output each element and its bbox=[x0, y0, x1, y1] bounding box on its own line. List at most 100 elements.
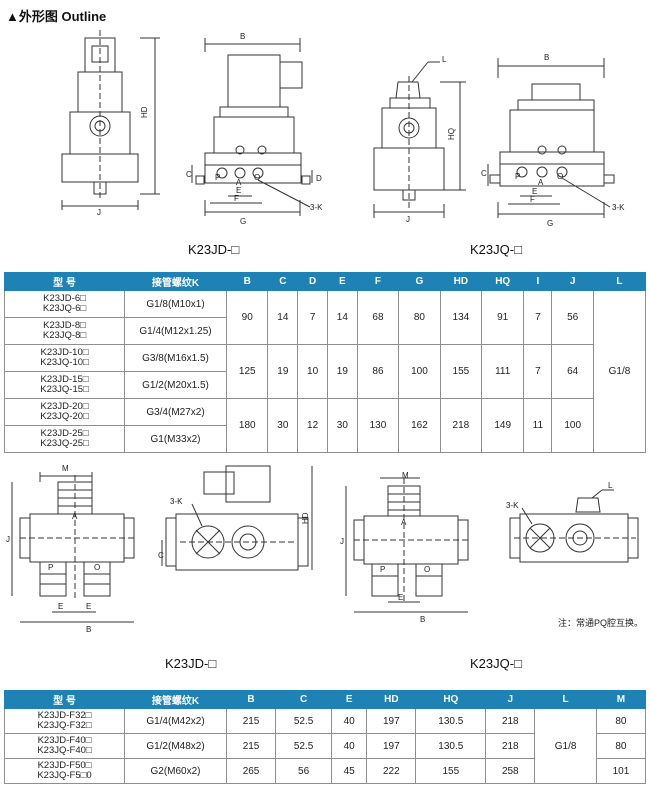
table-row: K23JD-15□K23JQ-15□ G1/2(M20x1.5) bbox=[4, 371, 646, 399]
dim-a-fig4: A bbox=[538, 178, 544, 187]
col-d: D bbox=[297, 272, 328, 291]
m-cell: 101 bbox=[595, 758, 647, 784]
jq-side-view bbox=[487, 58, 615, 218]
table-row: K23JD-20□K23JQ-20□ G3/4(M27x2) 180 30 12… bbox=[4, 398, 646, 453]
j-cell: 218 bbox=[485, 733, 536, 759]
model-cell: K23JD-8□K23JQ-8□ bbox=[4, 317, 125, 345]
col-e: E bbox=[326, 272, 358, 291]
dim-k-fig6: 3-K bbox=[170, 497, 183, 506]
model-jq: K23JQ-15□ bbox=[40, 384, 89, 395]
model-cell: K23JD-15□K23JQ-15□ bbox=[4, 371, 125, 399]
col-l: L bbox=[534, 690, 597, 709]
model-jq: K23JQ-F40□ bbox=[37, 745, 92, 756]
model-jd: K23JD-20□ bbox=[40, 401, 89, 412]
col-hd: HD bbox=[439, 272, 483, 291]
table-row: K23JD-10□K23JQ-10□ G3/8(M16x1.5) 125 19 … bbox=[4, 344, 646, 399]
dim-a-fig7: A bbox=[401, 518, 407, 527]
j-cell: 258 bbox=[485, 758, 536, 784]
caption-top-left: K23JD-□ bbox=[188, 242, 240, 257]
col-b: B bbox=[225, 272, 269, 291]
dim-p-fig4: P bbox=[515, 172, 520, 181]
dim-b-fig4: B bbox=[544, 53, 549, 62]
jd-flange-top-view bbox=[11, 472, 135, 623]
col-f: F bbox=[356, 272, 400, 291]
model-cell: K23JD-10□K23JQ-10□ bbox=[4, 344, 125, 372]
model-cell: K23JD-F50□K23JQ-F5□0 bbox=[4, 758, 125, 784]
dim-e-fig5: E bbox=[58, 602, 63, 611]
hd-cell: 222 bbox=[366, 758, 417, 784]
hq-cell: 130.5 bbox=[415, 708, 487, 734]
hd-cell: 197 bbox=[366, 708, 417, 734]
model-jq: K23JQ-20□ bbox=[40, 411, 89, 422]
model-jd: K23JD-15□ bbox=[40, 374, 89, 385]
hq-cell: 91 bbox=[481, 290, 525, 345]
hq-cell: 130.5 bbox=[415, 733, 487, 759]
f-cell: 86 bbox=[356, 344, 400, 399]
f-cell: 68 bbox=[356, 290, 400, 345]
hd-cell: 155 bbox=[439, 344, 483, 399]
m-cell: 80 bbox=[595, 708, 647, 734]
col-thread: 接管螺纹K bbox=[124, 690, 227, 709]
e-cell: 40 bbox=[331, 733, 368, 759]
dim-f-fig4: F bbox=[530, 195, 535, 204]
b-cell: 215 bbox=[225, 733, 277, 759]
e-cell: 19 bbox=[326, 344, 358, 399]
hd-cell: 134 bbox=[439, 290, 483, 345]
dim-d-fig2: D bbox=[316, 174, 322, 183]
g-cell: 162 bbox=[398, 398, 441, 453]
f-cell: 130 bbox=[356, 398, 400, 453]
col-c: C bbox=[267, 272, 299, 291]
c-cell: 56 bbox=[275, 758, 333, 784]
thread-cell: G3/8(M16x1.5) bbox=[124, 344, 227, 372]
thread-cell: G1(M33x2) bbox=[124, 425, 227, 453]
jq-flange-top-view bbox=[345, 477, 469, 613]
c-cell: 30 bbox=[267, 398, 299, 453]
caption-bottom-right: K23JQ-□ bbox=[470, 656, 522, 671]
thread-cell: G1/4(M12x1.25) bbox=[124, 317, 227, 345]
hd-cell: 218 bbox=[439, 398, 483, 453]
dim-b-fig5: B bbox=[86, 625, 91, 634]
caption-top-right: K23JQ-□ bbox=[470, 242, 522, 257]
dim-g-fig4: G bbox=[547, 219, 553, 228]
b-cell: 215 bbox=[225, 708, 277, 734]
table-row: K23JD-25□K23JQ-25□ G1(M33x2) bbox=[4, 425, 646, 453]
c-cell: 14 bbox=[267, 290, 299, 345]
jd-flange-side-view bbox=[161, 465, 313, 571]
thread-cell: G1/4(M42x2) bbox=[124, 708, 227, 734]
model-jd: K23JD-F32□ bbox=[37, 710, 92, 721]
model-jd: K23JD-8□ bbox=[43, 320, 86, 331]
bottom-drawings: M A P O J E E B 3-K HD C M A P O J E B 3… bbox=[6, 464, 639, 634]
hq-cell: 111 bbox=[481, 344, 525, 399]
c-cell: 19 bbox=[267, 344, 299, 399]
col-hd: HD bbox=[366, 690, 417, 709]
dim-e2-fig5: E bbox=[86, 602, 91, 611]
table-row: K23JD-F50□K23JQ-F5□0 G2(M60x2) 265 56 45… bbox=[4, 758, 647, 784]
col-j: J bbox=[485, 690, 536, 709]
dim-p-fig5: P bbox=[48, 563, 53, 572]
d-cell: 7 bbox=[297, 290, 328, 345]
dim-c-fig4: C bbox=[481, 169, 487, 178]
dim-g-fig2: G bbox=[240, 217, 246, 226]
thread-cell: G1/2(M20x1.5) bbox=[124, 371, 227, 399]
dim-e-fig4: E bbox=[532, 187, 537, 196]
j-cell: 56 bbox=[551, 290, 594, 345]
c-cell: 52.5 bbox=[275, 708, 333, 734]
m-cell: 80 bbox=[595, 733, 647, 759]
spec-table-2: 型 号 接管螺纹K B C E HD HQ J L M K23JD-F32□K2… bbox=[4, 690, 647, 784]
e-cell: 14 bbox=[326, 290, 358, 345]
i-cell: 7 bbox=[523, 344, 553, 399]
table-row: K23JD-6□K23JQ-6□ G1/8(M10x1) 90 14 7 14 … bbox=[4, 290, 647, 453]
col-e: E bbox=[331, 690, 368, 709]
col-j: J bbox=[551, 272, 594, 291]
dim-c-fig2: C bbox=[186, 170, 192, 179]
dim-hd-fig6: HD bbox=[301, 512, 310, 524]
dim-j-fig5: J bbox=[6, 535, 10, 544]
thread-cell: G3/4(M27x2) bbox=[124, 398, 227, 426]
c-cell: 52.5 bbox=[275, 733, 333, 759]
dim-m-fig5: M bbox=[62, 464, 69, 473]
col-b: B bbox=[225, 690, 277, 709]
hq-cell: 155 bbox=[415, 758, 487, 784]
model-jq: K23JQ-8□ bbox=[42, 330, 87, 341]
col-thread: 接管螺纹K bbox=[124, 272, 227, 291]
model-jq: K23JQ-6□ bbox=[42, 303, 87, 314]
